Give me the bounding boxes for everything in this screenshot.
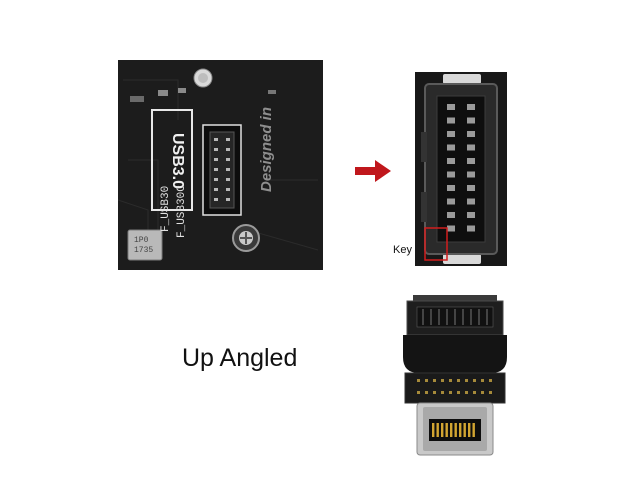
- header-pin: [467, 198, 475, 205]
- motherboard-photo: USB3.0 F_USB30 F_USB30C Designed in 1P0 …: [118, 60, 323, 270]
- header-pin: [447, 158, 455, 164]
- header-pin: [467, 131, 475, 137]
- header-pin: [467, 212, 475, 218]
- header-pin: [447, 185, 455, 191]
- silkscreen-designed-label: Designed in: [258, 106, 275, 192]
- header-pin: [447, 198, 455, 205]
- adapter-photo: [395, 295, 515, 460]
- header-pin: [447, 144, 455, 151]
- header-pin: [447, 212, 455, 218]
- header-pin: [467, 104, 475, 110]
- silkscreen-f-usb30c-label: F_USB30C: [176, 185, 188, 238]
- header-pin: [467, 185, 475, 191]
- header-pin: [467, 117, 475, 124]
- header-pin: [447, 171, 455, 178]
- header-pin: [467, 171, 475, 178]
- header-pin: [447, 131, 455, 137]
- arrow-right-icon: [355, 160, 391, 182]
- key-label: Key: [393, 244, 412, 256]
- header-closeup-photo: [415, 72, 507, 266]
- header-pin: [467, 144, 475, 151]
- chip-text-line2: 1735: [134, 246, 154, 255]
- header-pin: [447, 117, 455, 124]
- header-pin: [447, 225, 455, 232]
- up-angled-caption: Up Angled: [182, 344, 298, 372]
- silkscreen-f-usb30-label: F_USB30: [160, 185, 172, 232]
- header-pin: [447, 104, 455, 110]
- header-pin: [467, 225, 475, 232]
- chip-text-line1: 1P0: [134, 236, 149, 245]
- header-pin: [467, 158, 475, 164]
